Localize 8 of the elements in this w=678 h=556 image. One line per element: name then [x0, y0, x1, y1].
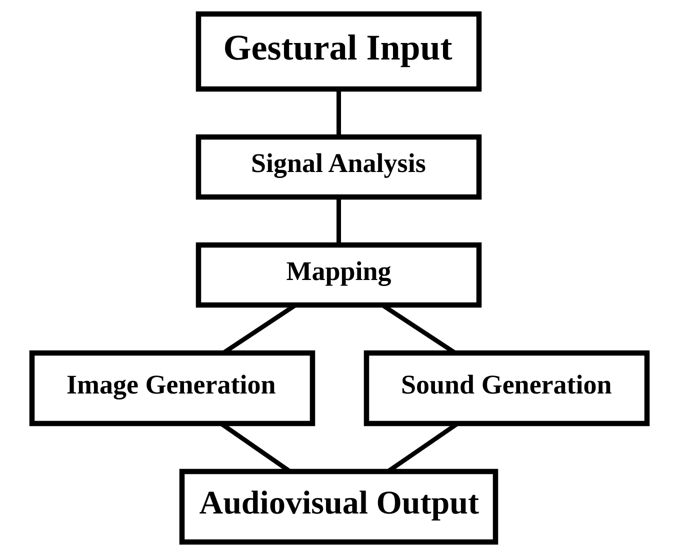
connector — [336, 197, 340, 245]
node-box: Mapping — [195, 242, 482, 308]
node-box: Image Generation — [28, 350, 315, 426]
node-box: Signal Analysis — [195, 134, 482, 200]
connector — [336, 89, 340, 137]
node-box: Audiovisual Output — [178, 468, 498, 545]
node-box: Sound Generation — [363, 350, 650, 426]
node-box: Gestural Input — [195, 11, 482, 92]
